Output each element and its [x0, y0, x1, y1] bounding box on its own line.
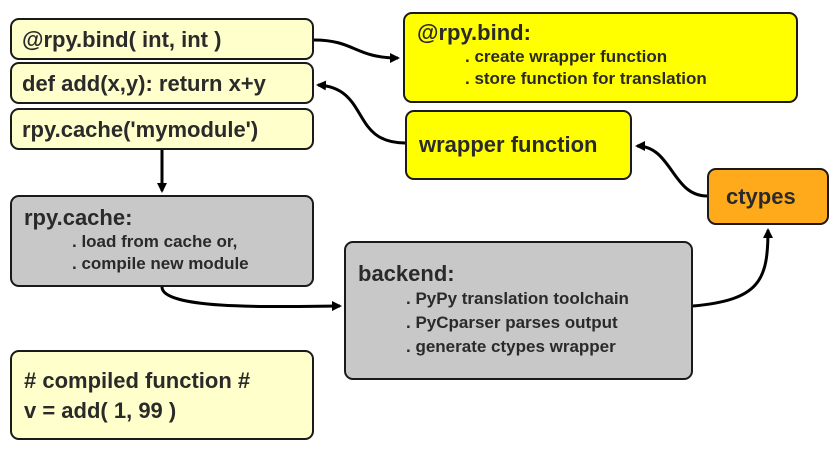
def-add-box: def add(x,y): return x+y: [10, 62, 314, 104]
rpy-cache-box: rpy.cache: . load from cache or, . compi…: [10, 195, 314, 287]
usage-box: # compiled function # v = add( 1, 99 ): [10, 350, 314, 440]
backend-item: . generate ctypes wrapper: [406, 337, 616, 356]
usage-comment: # compiled function #: [24, 368, 251, 393]
rpy-cache-title: rpy.cache:: [24, 205, 133, 230]
ctypes-box: ctypes: [707, 168, 829, 225]
arrow-backend-to-ctypes: [692, 228, 773, 308]
ctypes-label: ctypes: [726, 184, 796, 209]
backend-item: . PyPy translation toolchain: [406, 289, 629, 308]
bind-decorator-box: @rpy.bind( int, int ): [10, 18, 314, 60]
rpy-cache-item: . load from cache or,: [72, 232, 238, 251]
def-add-text: def add(x,y): return x+y: [22, 71, 266, 96]
arrow-rpycache-to-backend: [160, 286, 342, 312]
usage-call: v = add( 1, 99 ): [24, 398, 177, 423]
rpy-bind-item: . store function for translation: [465, 69, 707, 88]
wrapper-function-box: wrapper function: [405, 110, 632, 180]
arrow-ctypes-to-wrapper: [635, 141, 708, 198]
rpy-cache-item: . compile new module: [72, 254, 249, 273]
rpy-bind-item: . create wrapper function: [465, 47, 668, 66]
cache-call-text: rpy.cache('mymodule'): [22, 117, 259, 142]
bind-decorator-text: @rpy.bind( int, int ): [22, 27, 222, 52]
cache-call-box: rpy.cache('mymodule'): [10, 108, 314, 150]
rpy-bind-box: @rpy.bind: . create wrapper function . s…: [403, 12, 798, 103]
backend-title: backend:: [358, 261, 455, 286]
arrow-bind-to-rpybind: [313, 38, 400, 63]
backend-box: backend: . PyPy translation toolchain . …: [344, 241, 693, 380]
arrow-wrapper-to-def: [316, 80, 406, 145]
backend-item: . PyCparser parses output: [406, 313, 618, 332]
wrapper-function-label: wrapper function: [419, 132, 598, 157]
rpy-bind-title: @rpy.bind:: [417, 20, 531, 45]
